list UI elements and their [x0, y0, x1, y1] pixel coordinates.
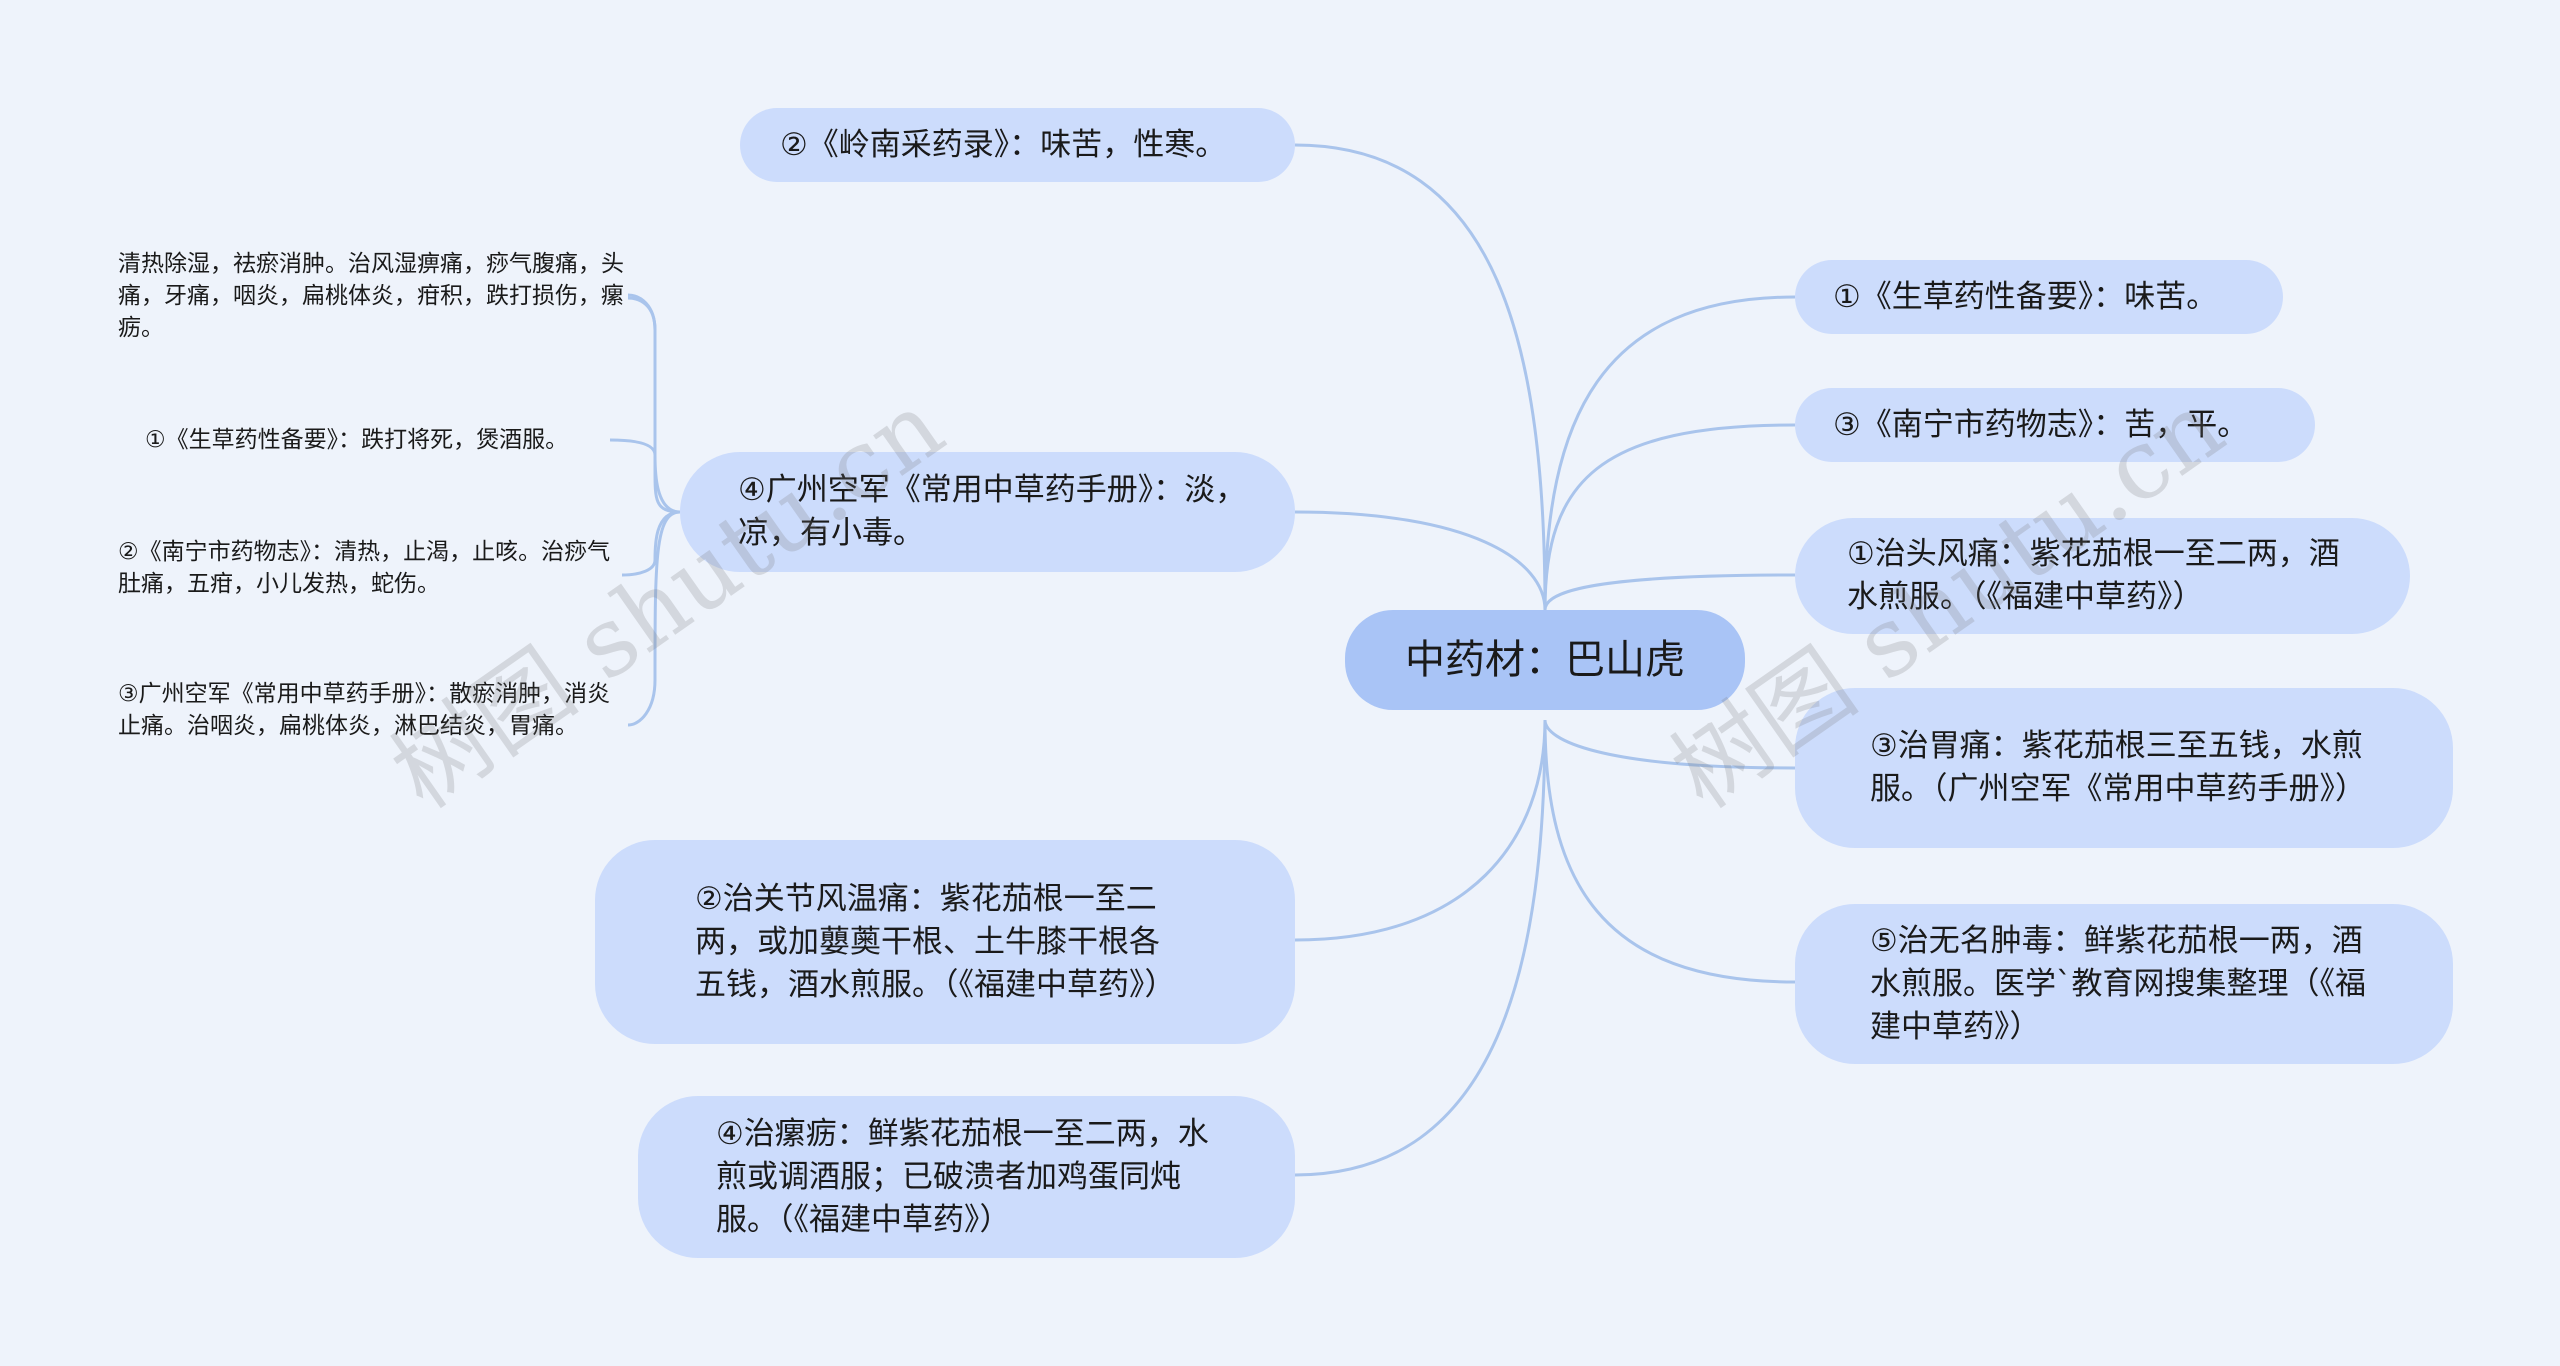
branch-stomach[interactable]: ③治胃痛：紫花茄根三至五钱，水煎服。（广州空军《常用中草药手册》）: [1795, 688, 2453, 848]
branch-headache-label: ①治头风痛：紫花茄根一至二两，酒水煎服。（《福建中草药》）: [1847, 536, 2340, 615]
leaf-guangzhou-label: ③广州空军《常用中草药手册》：散瘀消肿，消炎止痛。治咽炎，扁桃体炎，淋巴结炎，胃…: [118, 681, 611, 739]
branch-nanning-label: ③《南宁市药物志》：苦，平。: [1833, 406, 2249, 443]
leaf-shengcao-label: ①《生草药性备要》：跌打将死，煲酒服。: [145, 427, 569, 453]
link-scrofula: [1294, 719, 1547, 1177]
link-leaf4: [627, 510, 681, 727]
link-headache: [1543, 573, 1796, 611]
root-label: 中药材：巴山虎: [1405, 636, 1685, 683]
link-swelling: [1543, 719, 1796, 984]
link-nanning: [1543, 423, 1796, 611]
link-leaf2: [609, 438, 681, 514]
link-leaf1: [627, 296, 657, 331]
root-node[interactable]: 中药材：巴山虎: [1345, 610, 1745, 710]
link-leaf3: [621, 510, 681, 577]
leaf-summary-label: 清热除湿，祛瘀消肿。治风湿痹痛，痧气腹痛，头痛，牙痛，咽炎，扁桃体炎，疳积，跌打…: [118, 251, 624, 341]
branch-joint[interactable]: ②治关节风温痛：紫花茄根一至二两，或加蘡薁干根、土牛膝干根各五钱，酒水煎服。（《…: [595, 840, 1295, 1044]
branch-stomach-label: ③治胃痛：紫花茄根三至五钱，水煎服。（广州空军《常用中草药手册》）: [1870, 728, 2366, 807]
link-lingnan: [1294, 143, 1547, 611]
branch-lingnan-label: ②《岭南采药录》：味苦，性寒。: [780, 126, 1227, 163]
leaf-shengcao[interactable]: ①《生草药性备要》：跌打将死，煲酒服。: [145, 424, 625, 456]
leaf-nanning[interactable]: ②《南宁市药物志》：清热，止渴，止咳。治痧气肚痛，五疳，小儿发热，蛇伤。: [118, 536, 630, 600]
branch-nanning[interactable]: ③《南宁市药物志》：苦，平。: [1795, 388, 2315, 462]
branch-scrofula-label: ④治瘰疬：鲜紫花茄根一至二两，水煎或调酒服；已破溃者加鸡蛋同炖服。（《福建中草药…: [716, 1115, 1209, 1238]
branch-scrofula[interactable]: ④治瘰疬：鲜紫花茄根一至二两，水煎或调酒服；已破溃者加鸡蛋同炖服。（《福建中草药…: [638, 1096, 1295, 1258]
branch-guangzhou-label: ④广州空军《常用中草药手册》：淡，凉，有小毒。: [738, 472, 1247, 551]
branch-swelling[interactable]: ⑤治无名肿毒：鲜紫花茄根一两，酒水煎服。医学`教育网搜集整理（《福建中草药》）: [1795, 904, 2453, 1064]
leaf-summary[interactable]: 清热除湿，祛瘀消肿。治风湿痹痛，痧气腹痛，头痛，牙痛，咽炎，扁桃体炎，疳积，跌打…: [118, 248, 630, 344]
leaf-guangzhou[interactable]: ③广州空军《常用中草药手册》：散瘀消肿，消炎止痛。治咽炎，扁桃体炎，淋巴结炎，胃…: [118, 678, 630, 742]
link-stomach: [1543, 719, 1796, 770]
link-joint: [1294, 719, 1547, 942]
link-shengcao: [1543, 295, 1796, 611]
branch-guangzhou[interactable]: ④广州空军《常用中草药手册》：淡，凉，有小毒。: [680, 452, 1295, 572]
branch-joint-label: ②治关节风温痛：紫花茄根一至二两，或加蘡薁干根、土牛膝干根各五钱，酒水煎服。（《…: [695, 880, 1176, 1003]
branch-shengcao[interactable]: ①《生草药性备要》：味苦。: [1795, 260, 2283, 334]
link-guangzhou: [1294, 510, 1547, 611]
branch-headache[interactable]: ①治头风痛：紫花茄根一至二两，酒水煎服。（《福建中草药》）: [1795, 518, 2410, 634]
branch-lingnan[interactable]: ②《岭南采药录》：味苦，性寒。: [740, 108, 1295, 182]
leaf-nanning-label: ②《南宁市药物志》：清热，止渴，止咳。治痧气肚痛，五疳，小儿发热，蛇伤。: [118, 539, 611, 597]
branch-swelling-label: ⑤治无名肿毒：鲜紫花茄根一两，酒水煎服。医学`教育网搜集整理（《福建中草药》）: [1870, 922, 2366, 1045]
branch-shengcao-label: ①《生草药性备要》：味苦。: [1833, 278, 2218, 315]
